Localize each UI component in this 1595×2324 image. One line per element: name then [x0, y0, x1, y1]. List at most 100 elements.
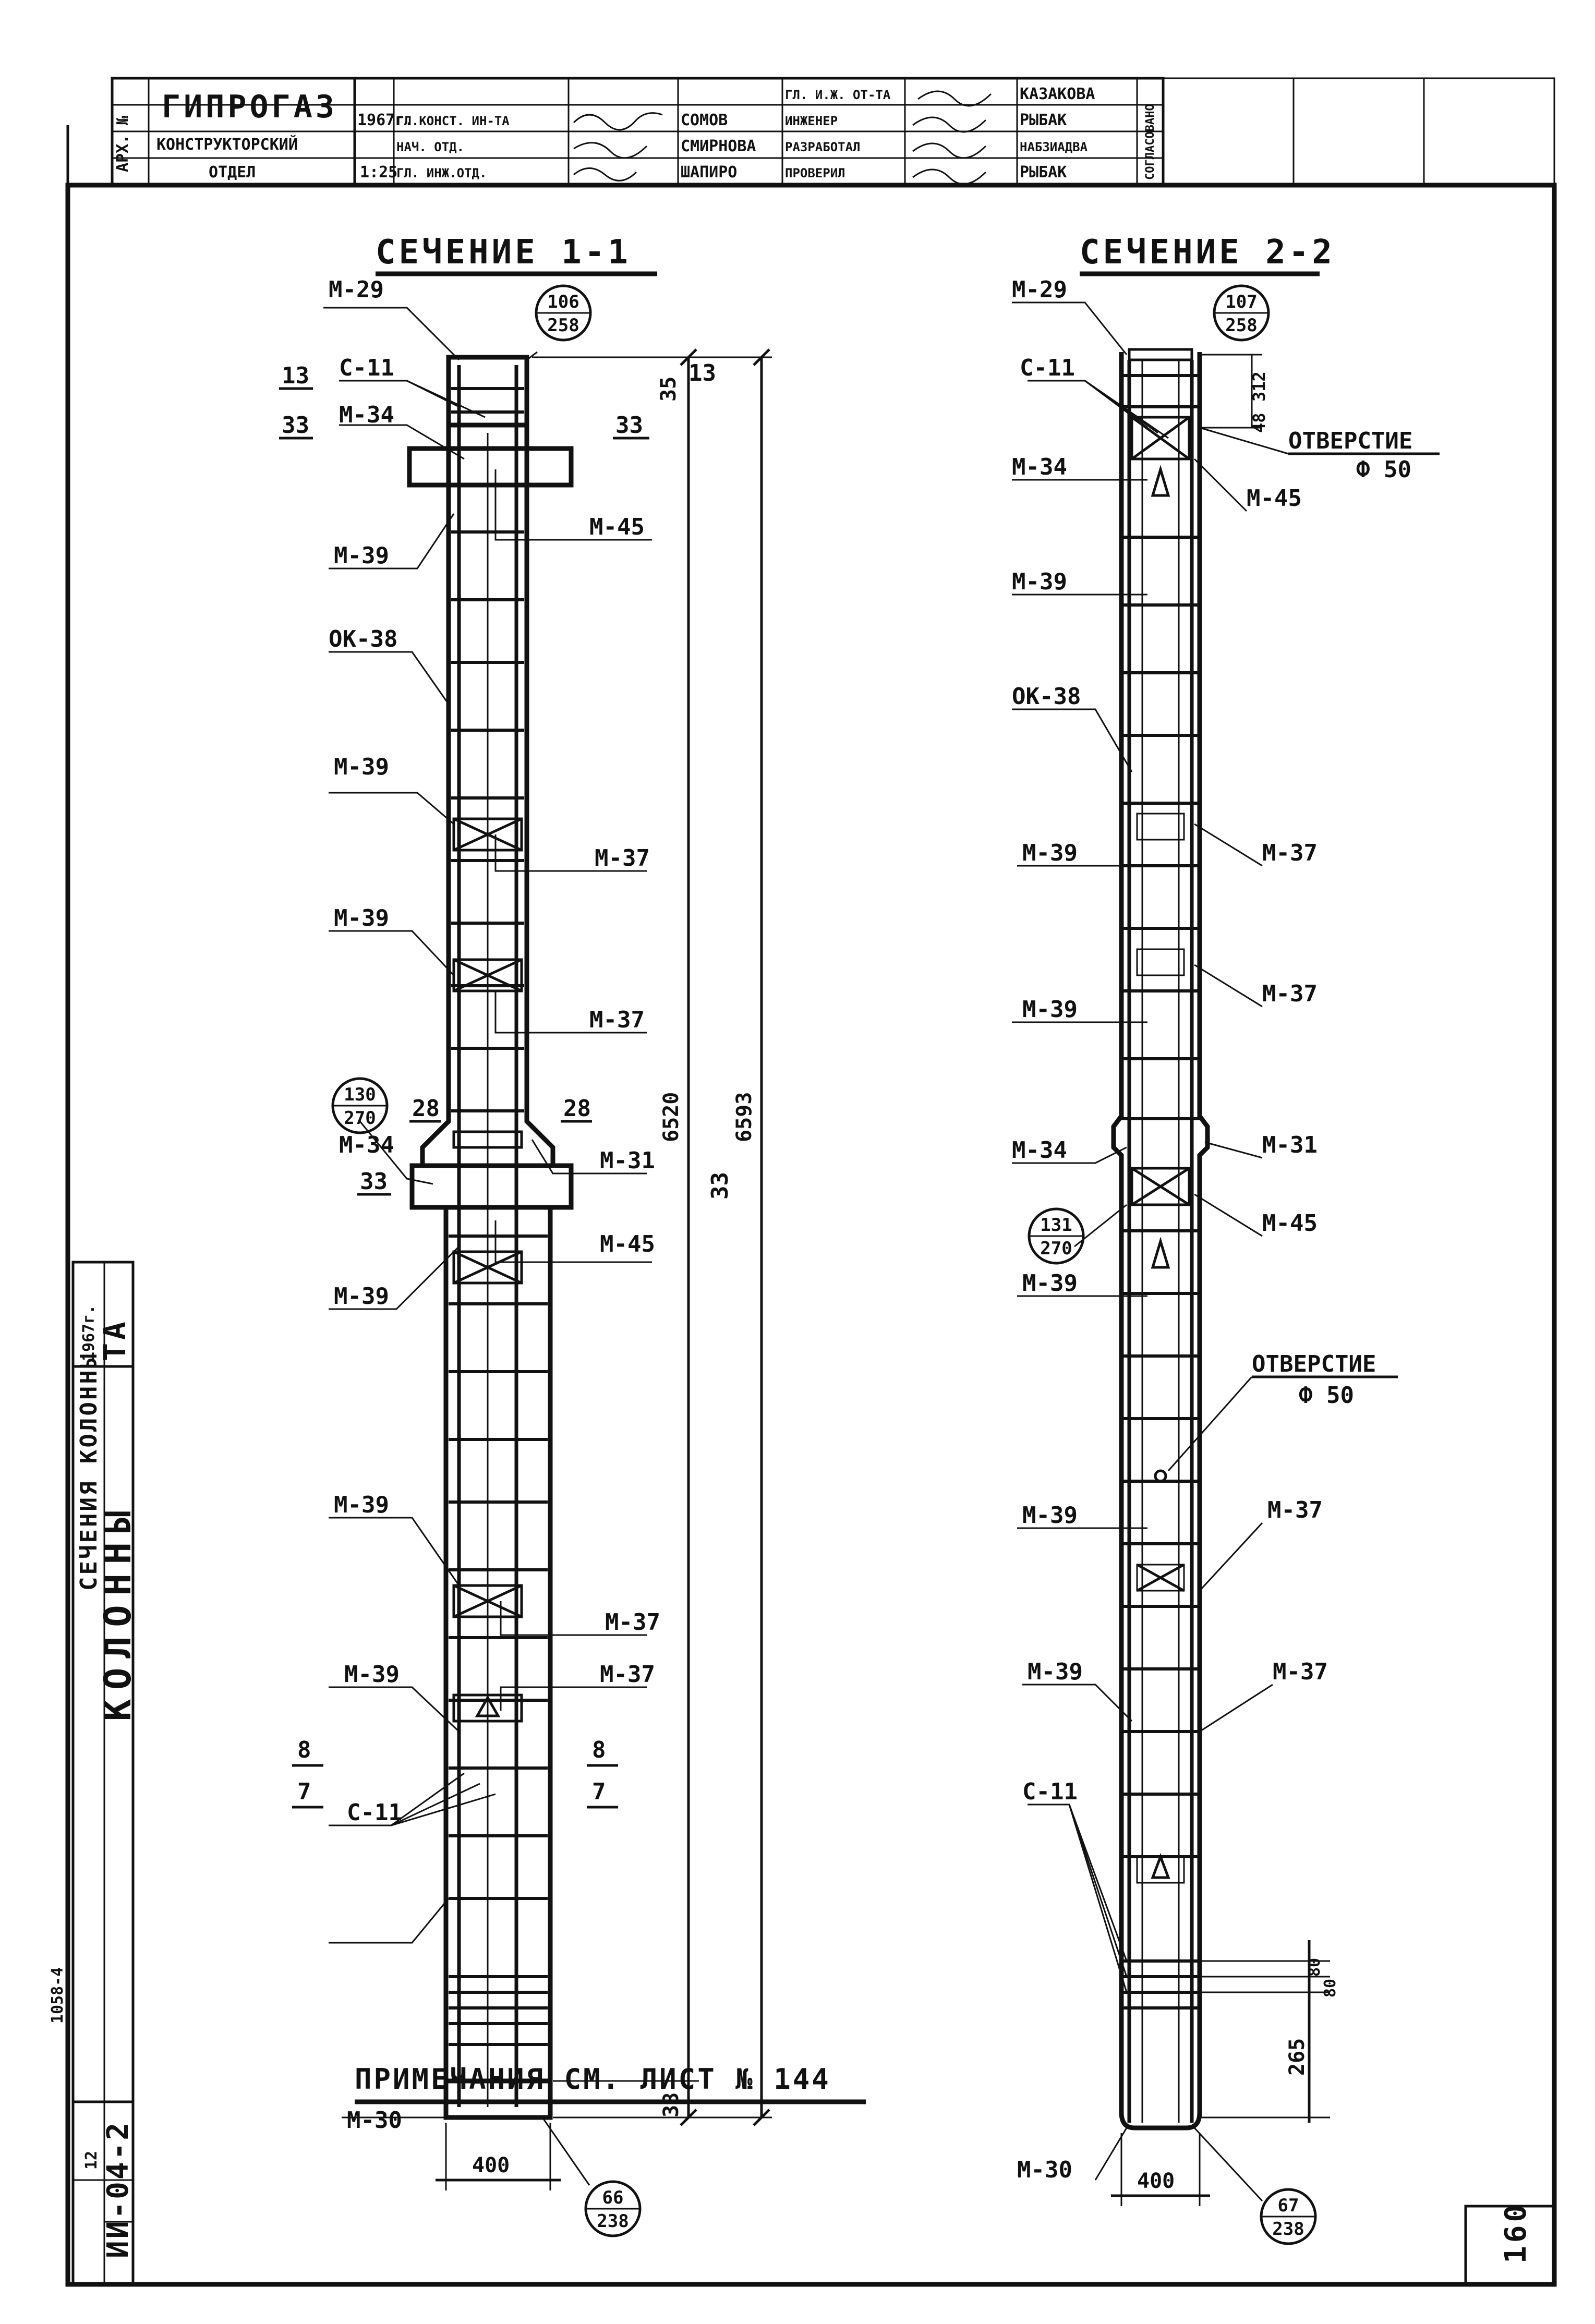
s1-mark-33a: 33 [282, 412, 309, 439]
section-2-view: СЕЧЕНИЕ 2-2 [1012, 233, 1440, 2245]
role-3: ГЛ. ИНЖ.ОТД. [396, 166, 487, 180]
s1-dim-6593: 6593 [732, 1092, 756, 1142]
s1-column-upper [420, 425, 555, 1166]
s2-label-m39-1: М-39 [1012, 568, 1067, 595]
s1-stirrups [449, 387, 548, 2046]
s1-circle-1-top: 106 [547, 292, 579, 312]
s1-label-m30: М-30 [347, 2107, 402, 2134]
signature-2 [573, 142, 648, 159]
s1-circle-2-top: 130 [344, 1084, 376, 1105]
s1-label-m39-4: М-39 [334, 1283, 389, 1310]
s1-label-ok38: ОК-38 [329, 626, 397, 652]
s2-label-m45-top: М-45 [1247, 485, 1302, 512]
role2-2: ИНЖЕНЕР [785, 114, 838, 128]
section-2-title: СЕЧЕНИЕ 2-2 [1080, 233, 1335, 272]
s1-label-m39-3: М-39 [334, 905, 389, 931]
sheet-number: 160 [1499, 2201, 1533, 2264]
s1-mark-28b: 28 [563, 1095, 591, 1122]
s1-embedded-plates [452, 817, 523, 1723]
name-right-4: РЫБАК [1020, 163, 1067, 181]
name-mid-3: ШАПИРО [681, 163, 737, 181]
s1-label-m34-mid: М-34 [339, 1132, 394, 1158]
s1-label-m37-1: М-37 [595, 845, 650, 872]
name-right-2: РЫБАК [1020, 111, 1067, 129]
signature-6 [912, 168, 987, 185]
s2-label-m31: М-31 [1262, 1132, 1318, 1158]
s1-mark-28a: 28 [412, 1095, 440, 1122]
s2-dim-312: 312 [1249, 371, 1269, 402]
s1-mark-8a: 8 [297, 1737, 311, 1763]
s2-label-c11-top: С-11 [1020, 355, 1075, 381]
s2-circle-mark-3: 67 238 [1260, 2188, 1317, 2245]
s1-label-m37-4: М-37 [600, 1661, 655, 1688]
s1-column-base [443, 2078, 553, 2120]
side-ta: ТА [97, 1318, 132, 1361]
s2-width-dim [1111, 2133, 1210, 2206]
s1-width-dim [436, 2123, 561, 2190]
s1-label-c11-top: С-11 [339, 355, 394, 381]
dept-line1: КОНСТРУКТОРСКИЙ [156, 135, 298, 154]
s1-label-m45-top: М-45 [589, 514, 645, 540]
side-inv: 1058-4 [49, 1967, 67, 2024]
s2-label-hole-mid-d: Ф 50 [1299, 1382, 1354, 1409]
s1-label-c11-bot: С-11 [347, 1799, 402, 1826]
s1-label-m37-3: М-37 [605, 1609, 660, 1636]
s1-mark-13a: 13 [282, 362, 309, 389]
s1-circle-2-bottom: 270 [344, 1108, 376, 1129]
notes-reference: ПРИМЕЧАНИЯ СМ. ЛИСТ № 144 [355, 2063, 831, 2096]
s2-dim-80a: 80 [1306, 1958, 1324, 1977]
s2-label-m39-6: М-39 [1028, 1659, 1083, 1685]
s1-circle-mark-1: 106 258 [526, 284, 592, 361]
s2-label-m34-mid: М-34 [1012, 1137, 1067, 1164]
s1-mark-38: 38 [659, 2092, 683, 2117]
s2-top-plate [1128, 348, 1193, 361]
s2-circle-1-top: 107 [1225, 292, 1257, 312]
s2-label-m29: М-29 [1012, 276, 1067, 303]
signature-7 [917, 90, 992, 107]
s1-label-m37-2: М-37 [589, 1007, 645, 1033]
s2-label-m45-mid: М-45 [1262, 1210, 1318, 1237]
s2-label-m37-4: М-37 [1273, 1659, 1328, 1685]
s1-label-m39-5: М-39 [334, 1492, 389, 1518]
s1-top-bracket [407, 446, 574, 488]
name-right-1: КАЗАКОВА [1020, 85, 1095, 103]
sheet-frame [65, 183, 1557, 2287]
role-1: ГЛ.КОНСТ. ИН-ТА [396, 114, 510, 128]
s2-circle-3-bottom: 238 [1272, 2219, 1304, 2240]
name-mid-2: СМИРНОВА [681, 137, 756, 155]
side-subtitle: СЕЧЕНИЯ КОЛОННЫ [76, 1352, 102, 1591]
s2-label-m39-2: М-39 [1022, 840, 1078, 866]
s2-label-m39-3: М-39 [1022, 996, 1078, 1023]
s1-mark-33c: 33 [360, 1168, 388, 1195]
stamp-approved: СОГЛАСОВАНО [1144, 104, 1157, 180]
dept-line2: ОТДЕЛ [209, 163, 256, 181]
role2-4: ПРОВЕРИЛ [785, 166, 845, 180]
s2-dim-80b: 80 [1321, 1979, 1339, 1998]
s1-mark-35: 35 [657, 377, 681, 402]
s2-column-base [1119, 2112, 1202, 2131]
s2-bottom-dims [1200, 1940, 1330, 2123]
role2-1: ГЛ. И.Ж. ОТ-ТА [785, 88, 891, 102]
role2-3: РАЗРАБОТАЛ [785, 140, 861, 154]
s2-label-hole-top-d: Ф 50 [1356, 456, 1411, 483]
s2-label-m39-5: М-39 [1022, 1502, 1078, 1529]
s2-circle-3-top: 67 [1278, 2195, 1299, 2216]
s1-column-lower [443, 1207, 553, 2091]
s2-circle-2-top: 131 [1040, 1215, 1072, 1236]
s2-circle-2-bottom: 270 [1040, 1238, 1072, 1259]
s2-label-m30: М-30 [1017, 2157, 1072, 2183]
s2-label-m37-1: М-37 [1262, 840, 1318, 866]
s1-label-m34-top: М-34 [339, 402, 394, 428]
s1-label-m45-mid: М-45 [600, 1231, 655, 1257]
s2-dim-400: 400 [1137, 2169, 1175, 2193]
s2-embedded-parts [1130, 416, 1191, 1884]
s1-dim-6520: 6520 [659, 1092, 683, 1142]
s2-label-hole-top: ОТВЕРСТИЕ [1288, 428, 1412, 454]
name-right-3: НАБЗИАДВА [1020, 140, 1088, 154]
signature-5 [912, 142, 987, 159]
s1-label-m39-1: М-39 [334, 542, 389, 569]
s1-label-m39-2: М-39 [334, 754, 389, 780]
s1-column-head [446, 355, 529, 428]
side-title: КОЛОННЫ [96, 1502, 139, 1721]
